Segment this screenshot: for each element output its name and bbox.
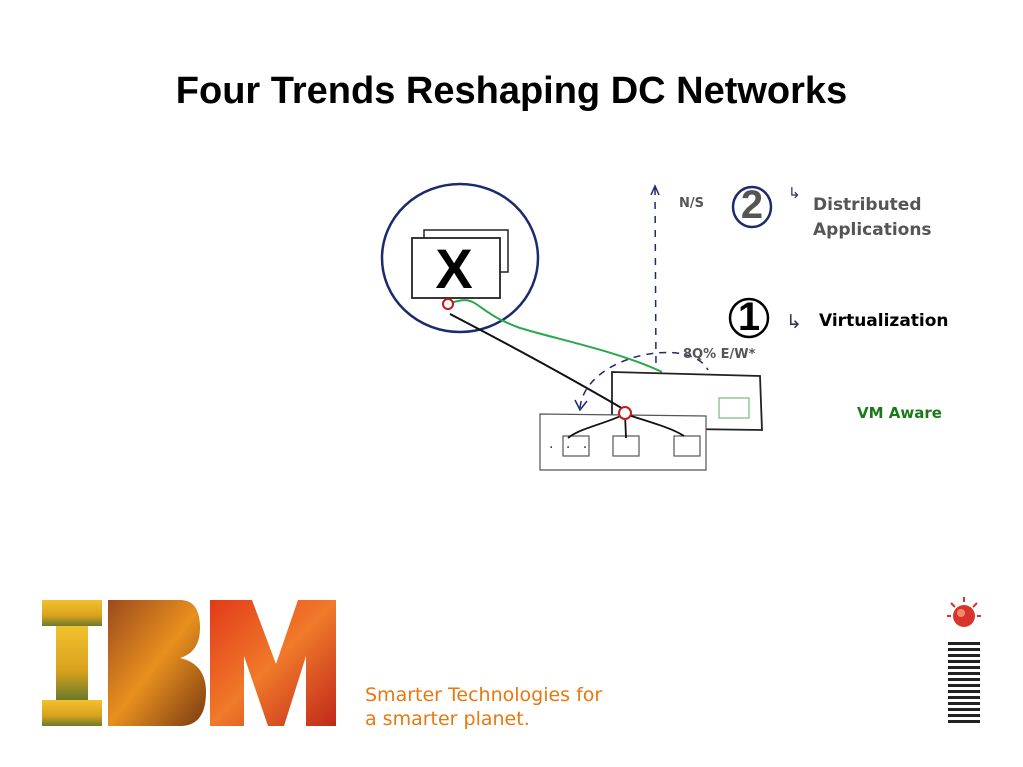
ew-label: 8Q% E/W* xyxy=(683,347,756,362)
ns-arrowhead xyxy=(650,184,660,196)
server-circle xyxy=(380,182,540,334)
trend-1-circle xyxy=(728,297,770,339)
switch-node xyxy=(618,406,632,420)
green-vm-link xyxy=(447,299,663,373)
slide-title: Four Trends Reshaping DC Networks xyxy=(175,70,848,112)
black-link xyxy=(449,313,626,411)
trend-2-number: 2 xyxy=(740,183,764,227)
ibm-photo-logo xyxy=(42,600,336,726)
ns-dashed-line xyxy=(654,187,657,371)
server-node xyxy=(442,298,454,310)
ew-dashed-arc xyxy=(579,351,709,409)
tagline-line1: Smarter Technologies for xyxy=(365,684,603,706)
back-switch-port xyxy=(718,397,750,419)
trend-2-label-line1: Distributed xyxy=(813,195,922,215)
ns-label: N/S xyxy=(679,196,704,211)
server-x-mark: X xyxy=(435,237,473,300)
port-dots: . . . xyxy=(549,436,592,452)
tagline-line2: a smarter planet. xyxy=(365,708,530,730)
hook-arrow-icon: ↳ xyxy=(788,185,801,202)
ibm-stripe-logo xyxy=(948,642,980,723)
hook-arrow-icon: ↳ xyxy=(786,312,802,333)
trend-2-label-line2: Applications xyxy=(813,220,932,240)
ew-arrowhead-left xyxy=(574,399,588,412)
trend-1-number: 1 xyxy=(737,295,761,339)
tagline: Smarter Technologies for a smarter plane… xyxy=(365,683,602,731)
trend-2-circle xyxy=(731,185,773,229)
smarter-planet-icon xyxy=(947,597,981,627)
vm-aware-label: VM Aware xyxy=(857,404,942,422)
trend-1-label: Virtualization xyxy=(819,311,949,331)
trend-2-label: Distributed Applications xyxy=(813,193,932,243)
front-switch-port-3 xyxy=(673,435,701,457)
front-switch-port-1 xyxy=(562,435,590,457)
server-box-front xyxy=(411,237,501,299)
